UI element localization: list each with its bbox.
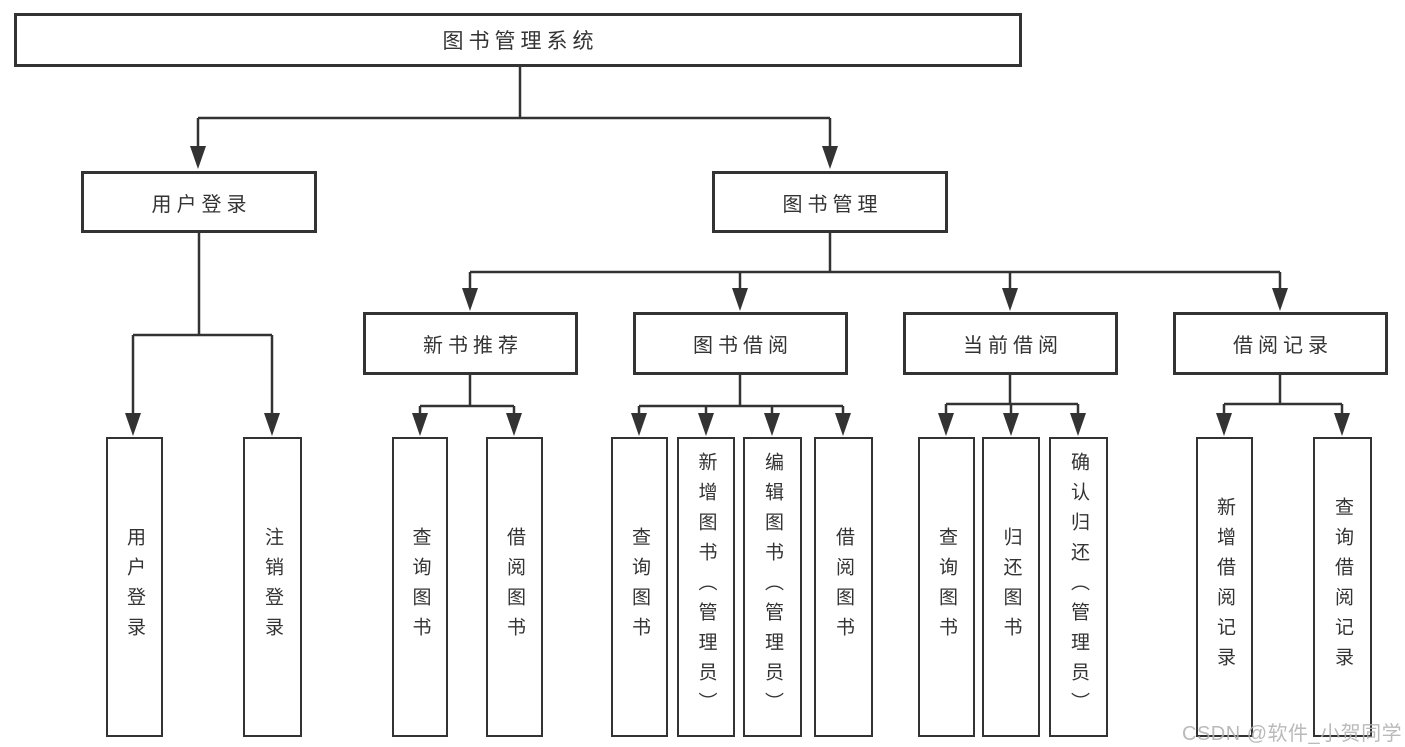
leaf-label: 查询借阅记录: [1332, 497, 1353, 677]
leaf-label: 新增借阅记录: [1214, 497, 1235, 677]
leaf-label: 注销登录: [262, 527, 283, 647]
leaf-logout: 注销登录: [243, 437, 302, 737]
arrow-down-icon: [1272, 288, 1288, 311]
arrow-down-icon: [1003, 413, 1019, 436]
arrow-down-icon: [732, 288, 748, 311]
node-book-borrow: 图书借阅: [633, 312, 848, 375]
arrow-down-icon: [631, 413, 647, 436]
node-current-borrow: 当前借阅: [903, 312, 1118, 375]
arrow-down-icon: [835, 413, 851, 436]
node-label: 图书管理系统: [442, 30, 599, 53]
arrow-down-icon: [506, 413, 522, 436]
node-root-system: 图书管理系统: [14, 13, 1022, 67]
arrow-down-icon: [822, 146, 838, 169]
leaf-query-books-current: 查询图书: [918, 437, 975, 737]
node-label: 用户登录: [151, 193, 252, 216]
arrow-down-icon: [125, 413, 141, 436]
csdn-watermark: CSDN @软件_小贺同学: [1182, 723, 1403, 745]
leaf-label: 借阅图书: [504, 527, 525, 647]
arrow-down-icon: [1334, 413, 1350, 436]
arrow-down-icon: [1002, 288, 1018, 311]
arrow-down-icon: [698, 413, 714, 436]
node-label: 新书推荐: [423, 335, 523, 357]
node-label: 当前借阅: [963, 335, 1063, 357]
leaf-add-books-admin: 新增图书（管理员）: [677, 437, 735, 737]
leaf-label: 新增图书（管理员）: [695, 452, 717, 722]
node-new-book-recommend: 新书推荐: [363, 312, 578, 375]
node-borrow-records: 借阅记录: [1173, 312, 1388, 375]
leaf-borrow-books-recommend: 借阅图书: [486, 437, 543, 737]
leaf-label: 确认归还（管理员）: [1068, 452, 1089, 722]
node-user-login: 用户登录: [81, 171, 317, 233]
leaf-label: 借阅图书: [833, 527, 854, 647]
leaf-label: 查询图书: [409, 527, 431, 647]
leaf-confirm-return-admin: 确认归还（管理员）: [1049, 437, 1108, 737]
leaf-label: 编辑图书（管理员）: [762, 452, 783, 722]
leaf-return-books: 归还图书: [982, 437, 1040, 737]
arrow-down-icon: [412, 413, 428, 436]
arrow-down-icon: [190, 146, 206, 169]
arrow-down-icon: [1216, 413, 1232, 436]
leaf-label: 归还图书: [1000, 527, 1022, 647]
leaf-query-books-recommend: 查询图书: [392, 437, 448, 737]
leaf-label: 查询图书: [936, 527, 957, 647]
arrow-down-icon: [264, 413, 280, 436]
leaf-edit-books-admin: 编辑图书（管理员）: [743, 437, 802, 737]
leaf-label: 查询图书: [629, 527, 650, 647]
leaf-label: 用户登录: [124, 527, 145, 647]
arrow-down-icon: [1070, 413, 1086, 436]
node-label: 图书借阅: [693, 335, 793, 357]
node-label: 借阅记录: [1233, 335, 1333, 357]
leaf-borrow-books: 借阅图书: [814, 437, 873, 737]
arrow-down-icon: [764, 413, 780, 436]
leaf-add-borrow-record: 新增借阅记录: [1196, 437, 1253, 737]
node-label: 图书管理: [782, 193, 883, 216]
leaf-query-borrow-record: 查询借阅记录: [1313, 437, 1372, 737]
arrow-down-icon: [938, 413, 954, 436]
node-book-management: 图书管理: [712, 171, 948, 233]
leaf-query-books-borrow: 查询图书: [611, 437, 668, 737]
arrow-down-icon: [462, 288, 478, 311]
leaf-user-login: 用户登录: [106, 437, 163, 737]
